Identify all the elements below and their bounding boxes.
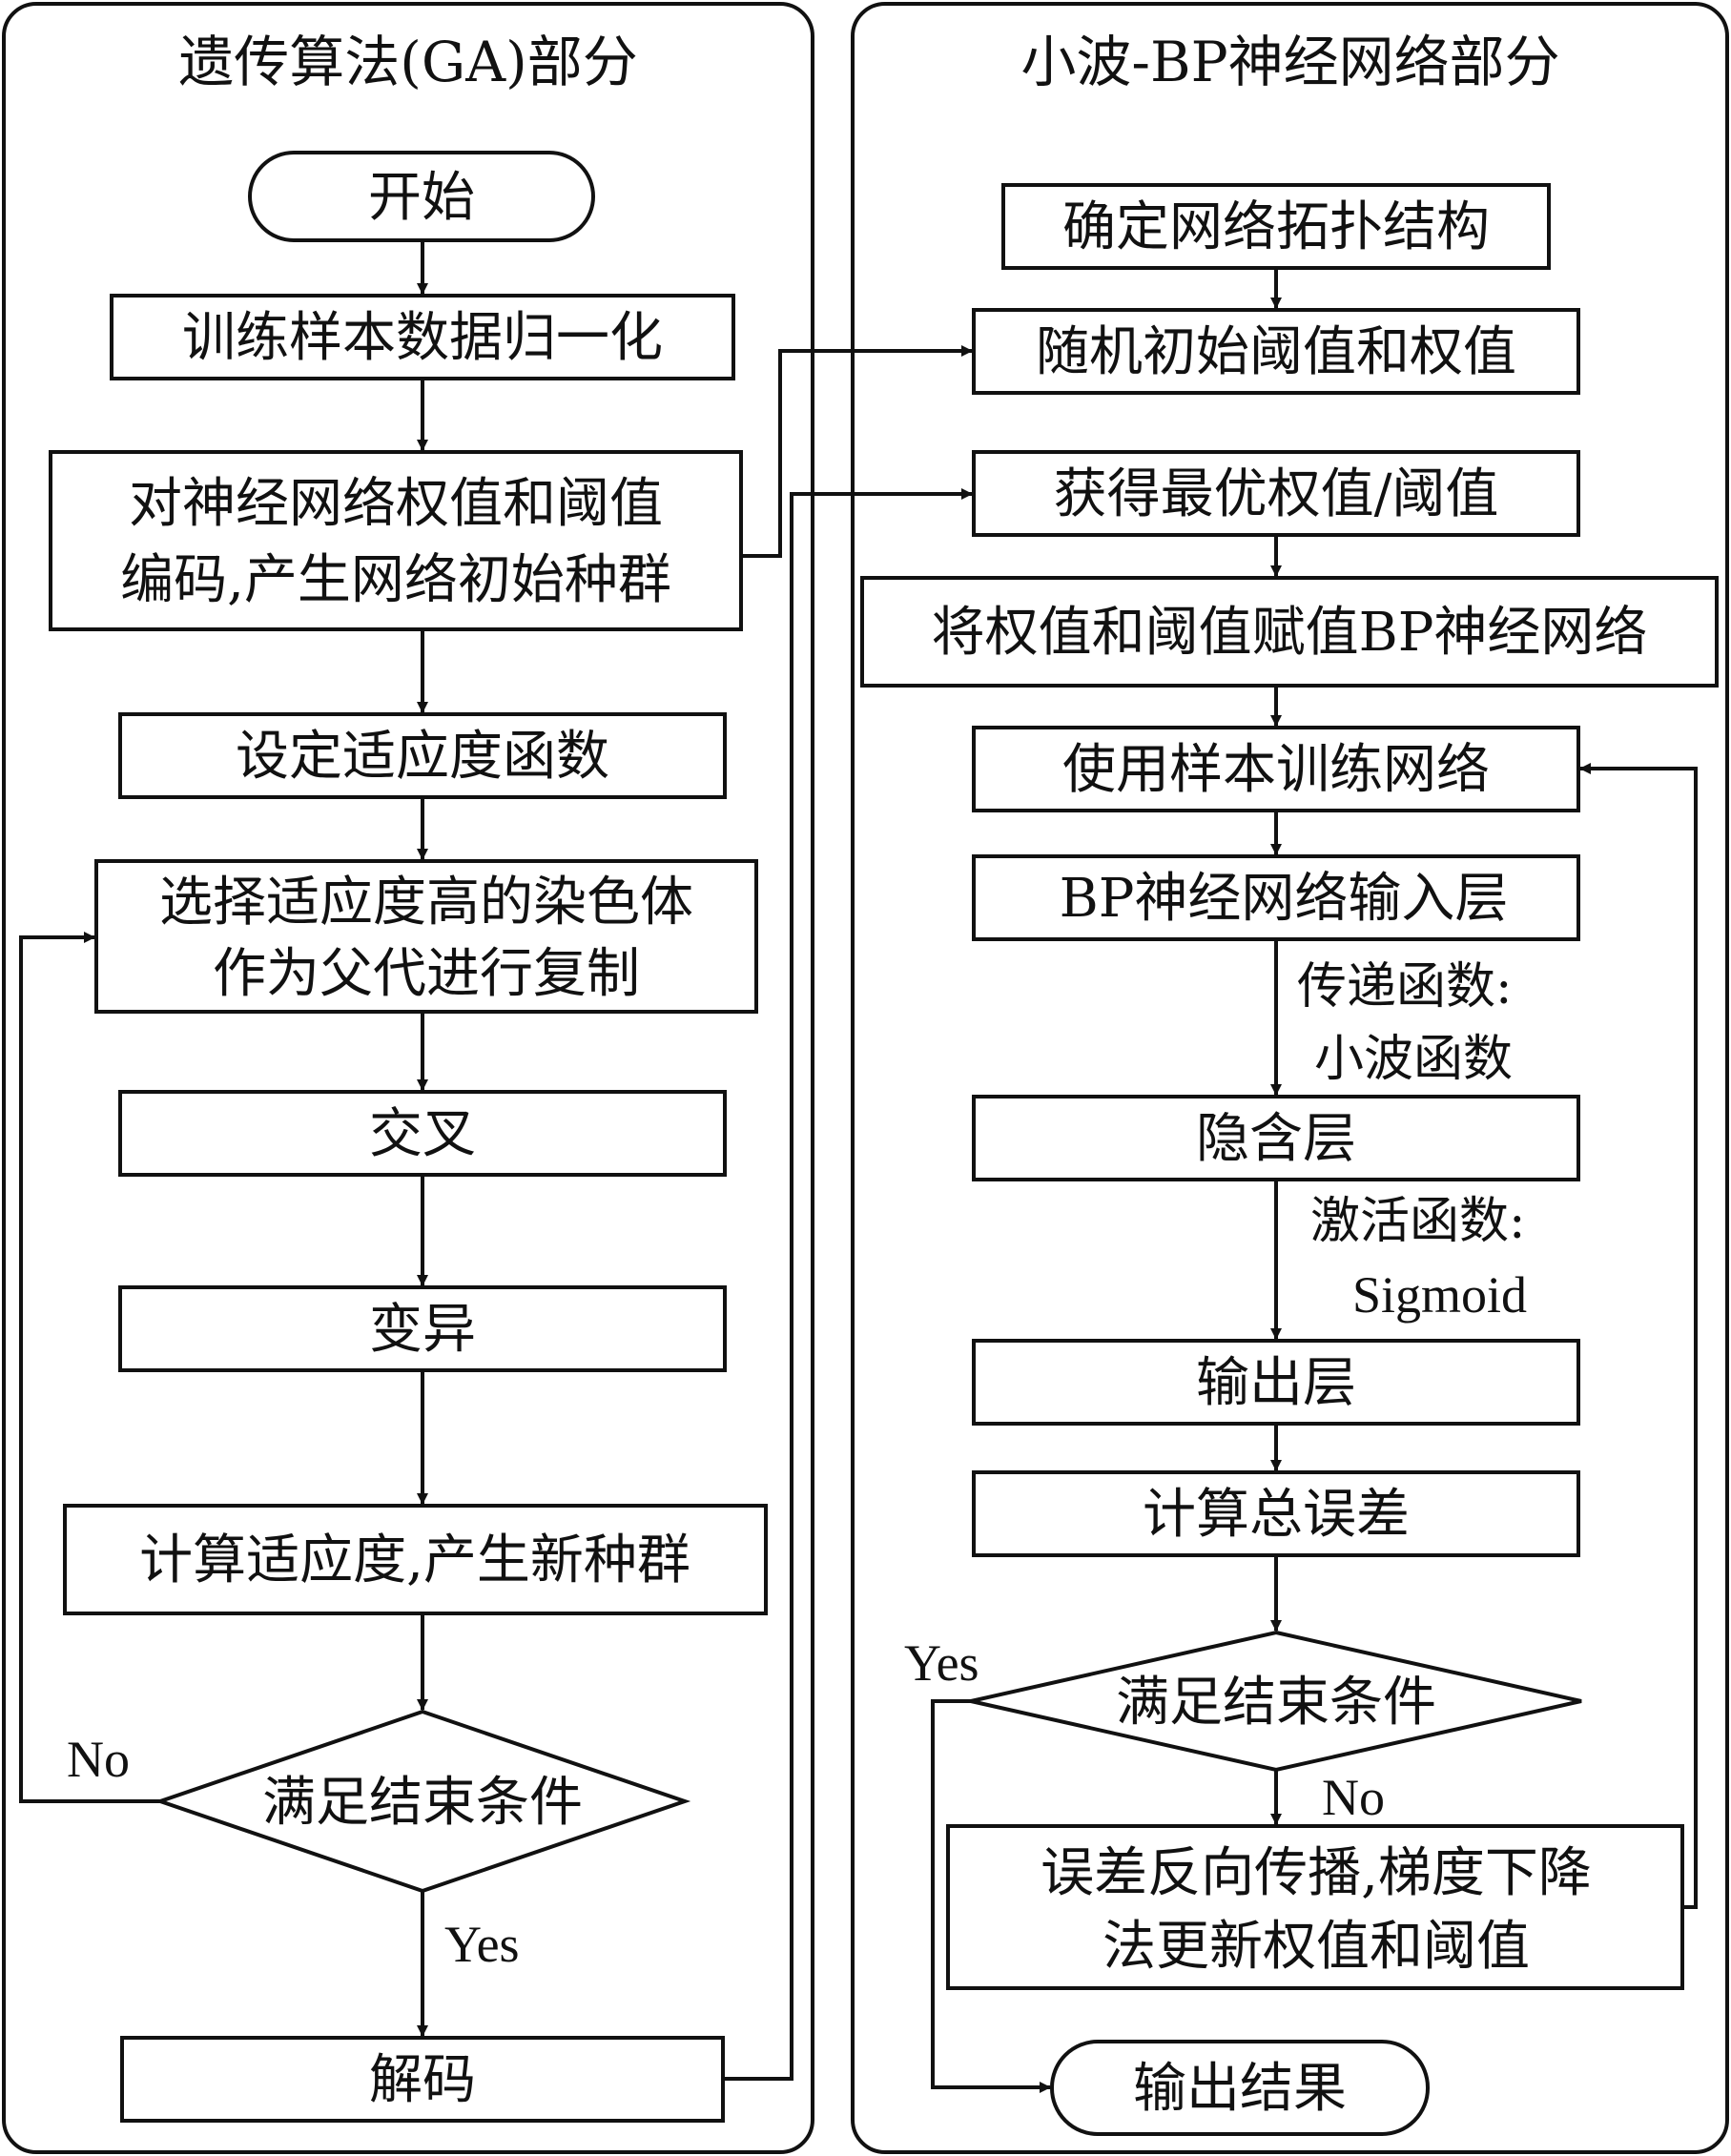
ga-fitness-fn-label: 设定适应度函数 [236, 726, 609, 788]
edge-encode-to-random-init [741, 345, 973, 558]
edge-decode-to-best-weights [723, 488, 973, 2081]
ga-yes-label: Yes [444, 1916, 520, 1973]
nn-output-result-label: 输出结果 [1133, 2058, 1347, 2120]
nn-output-layer-label: 输出层 [1196, 1352, 1356, 1414]
ga-start-label: 开始 [368, 167, 475, 229]
ga-crossover-label: 交叉 [369, 1103, 476, 1165]
edge-end-check-yes-to-output [931, 1699, 1051, 2093]
ga-mutation-label: 变异 [369, 1299, 476, 1361]
nn-yes-label: Yes [904, 1634, 979, 1692]
ga-crossover-node [118, 1090, 727, 1177]
nn-activation-fn-label-1: 激活函数: [1310, 1193, 1526, 1250]
ga-fitness-fn-node [118, 712, 727, 799]
nn-total-error-node [972, 1470, 1580, 1557]
ga-decode-node [120, 2036, 725, 2123]
nn-best-weights-node [972, 450, 1580, 537]
nn-input-layer-node [972, 854, 1580, 941]
nn-topology-label: 确定网络拓扑结构 [1062, 196, 1490, 258]
ga-lane [2, 2, 814, 2154]
ga-end-check-label: 满足结束条件 [262, 1772, 583, 1834]
ga-new-population-node [63, 1504, 768, 1615]
ga-normalize-label: 训练样本数据归一化 [182, 307, 663, 369]
cross-lane-connectors [723, 345, 973, 2081]
nn-train-node [972, 726, 1580, 812]
edge-end-check-no-loop [19, 932, 160, 1803]
ga-lane-title: 遗传算法(GA)部分 [178, 30, 637, 94]
ga-select-node [94, 859, 758, 1014]
nn-hidden-layer-label: 隐含层 [1196, 1108, 1356, 1170]
edge-backprop-loop-to-train [1579, 763, 1698, 1909]
nn-input-layer-label: BP神经网络输入层 [1060, 868, 1509, 930]
ga-encode-label-2: 编码,产生网络初始种群 [120, 549, 671, 611]
nn-hidden-layer-node [972, 1095, 1580, 1181]
nn-topology-node [1001, 183, 1551, 270]
ga-mutation-node [118, 1285, 727, 1372]
nn-assign-node [860, 576, 1719, 688]
nn-end-check-label: 满足结束条件 [1116, 1672, 1436, 1734]
nn-backprop-label-2: 法更新权值和阈值 [1102, 1916, 1530, 1978]
ga-select-label-2: 作为父代进行复制 [213, 943, 640, 1005]
ga-encode-node [49, 450, 743, 631]
ga-connectors [19, 240, 428, 2037]
nn-lane [851, 2, 1729, 2154]
nn-activation-fn-label-2: Sigmoid [1352, 1266, 1527, 1324]
nn-backprop-label-1: 误差反向传播,梯度下降 [1041, 1842, 1592, 1904]
ga-encode-label-1: 对神经网络权值和阈值 [129, 473, 663, 535]
nn-output-result-node [1050, 2040, 1430, 2136]
ga-new-population-label: 计算适应度,产生新种群 [139, 1530, 690, 1591]
nn-no-label: No [1322, 1769, 1385, 1826]
nn-output-layer-node [972, 1339, 1580, 1426]
nn-total-error-label: 计算总误差 [1143, 1484, 1410, 1546]
ga-no-label: No [67, 1731, 130, 1788]
nn-assign-label: 将权值和阈值赋值BP神经网络 [932, 602, 1648, 664]
nn-transfer-fn-label-2: 小波函数 [1314, 1031, 1513, 1088]
ga-decode-label: 解码 [369, 2049, 476, 2111]
ga-select-label-1: 选择适应度高的染色体 [159, 872, 693, 934]
nn-best-weights-label: 获得最优权值/阈值 [1054, 463, 1499, 525]
nn-random-init-label: 随机初始阈值和权值 [1036, 321, 1516, 383]
nn-lane-title: 小波-BP神经网络部分 [1020, 30, 1559, 94]
nn-train-label: 使用样本训练网络 [1062, 739, 1490, 801]
nn-random-init-node [972, 308, 1580, 395]
nn-transfer-fn-label-1: 传递函数: [1297, 958, 1513, 1016]
nn-connectors [931, 268, 1698, 2093]
nn-backprop-node [946, 1824, 1684, 1990]
